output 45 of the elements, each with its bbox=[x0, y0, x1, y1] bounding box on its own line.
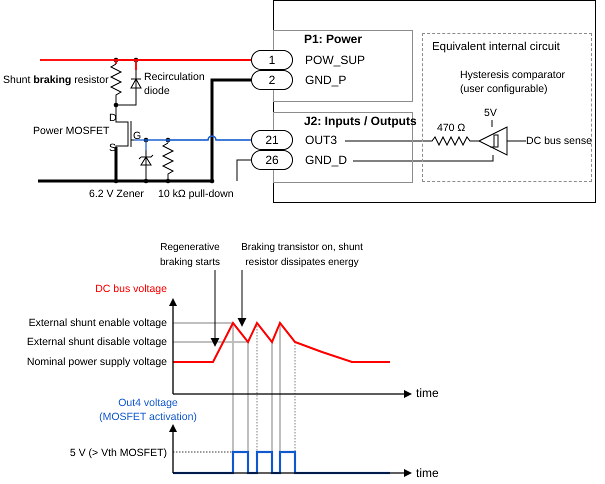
diode-symbol bbox=[131, 70, 141, 98]
wire bbox=[506, 140, 526, 142]
annotation-text: Regenerative braking starts bbox=[148, 240, 232, 270]
component-label: Recirculation diode bbox=[144, 70, 206, 98]
level-label: Nominal power supply voltage bbox=[26, 355, 167, 369]
comparator-symbol bbox=[479, 127, 507, 155]
level-label: External shunt enable voltage bbox=[28, 316, 167, 330]
level-label: External shunt disable voltage bbox=[26, 335, 167, 349]
component-label: Power MOSFET bbox=[33, 124, 110, 138]
axis-label: time bbox=[416, 466, 439, 480]
axis-title: Out4 voltage (MOSFET activation) bbox=[98, 396, 198, 424]
resistor-symbol bbox=[428, 136, 474, 146]
component-label: 10 kΩ pull-down bbox=[158, 187, 234, 201]
pin-label: POW_SUP bbox=[305, 53, 369, 67]
resistor-symbol bbox=[111, 64, 121, 96]
internal-circuit-panel bbox=[422, 33, 592, 182]
arrow bbox=[210, 270, 220, 347]
voltage-label: 5V bbox=[484, 106, 500, 120]
wire bbox=[236, 160, 252, 182]
wire bbox=[135, 59, 251, 70]
connector-panel bbox=[273, 30, 413, 102]
axis-label: time bbox=[416, 386, 439, 400]
component-label: Shunt braking resistor bbox=[3, 73, 109, 87]
resistor-symbol bbox=[163, 143, 173, 175]
signal-label: DC bus sense bbox=[526, 134, 592, 148]
wire bbox=[344, 140, 428, 142]
panel-heading: Equivalent internal circuit bbox=[432, 40, 560, 54]
component-label: Hysteresis comparator (user configurable) bbox=[460, 68, 566, 96]
wire bbox=[352, 154, 494, 162]
panel-heading: J2: Inputs / Outputs bbox=[304, 114, 417, 128]
terminal-label: G bbox=[133, 129, 142, 143]
component-label: 6.2 V Zener bbox=[89, 187, 144, 201]
wire bbox=[167, 135, 251, 143]
pin-label: GND_D bbox=[305, 153, 353, 167]
pin-label: GND_P bbox=[305, 73, 351, 87]
axis-title: DC bus voltage bbox=[95, 282, 167, 296]
mosfet-symbol bbox=[116, 121, 134, 147]
arrow bbox=[238, 270, 246, 327]
annotation-text: Braking transistor on, shunt resistor dissipates energy bbox=[236, 240, 368, 270]
diode-symbol bbox=[139, 150, 153, 170]
wire bbox=[474, 140, 480, 142]
component-label: 470 Ω bbox=[437, 121, 466, 135]
level-label: 5 V (> Vth MOSFET) bbox=[70, 446, 167, 460]
panel-heading: P1: Power bbox=[304, 32, 362, 46]
pin-label: OUT3 bbox=[305, 133, 345, 147]
